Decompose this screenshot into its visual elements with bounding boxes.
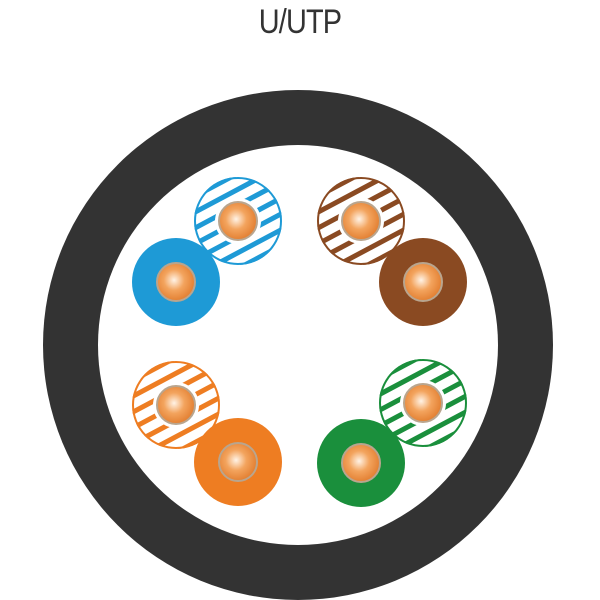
blue-conductor bbox=[132, 238, 220, 326]
diagram-title: U/UTP bbox=[258, 3, 342, 41]
copper-core bbox=[403, 262, 443, 302]
cable-core-filler bbox=[98, 145, 498, 545]
green-conductor bbox=[317, 419, 405, 507]
orange-conductor bbox=[194, 418, 282, 506]
blue-white-conductor bbox=[194, 177, 282, 265]
copper-core bbox=[403, 383, 443, 423]
copper-core bbox=[156, 262, 196, 302]
copper-core bbox=[341, 201, 381, 241]
copper-core bbox=[218, 201, 258, 241]
copper-core bbox=[218, 442, 258, 482]
copper-core bbox=[156, 385, 196, 425]
brown-conductor bbox=[379, 238, 467, 326]
copper-core bbox=[341, 443, 381, 483]
